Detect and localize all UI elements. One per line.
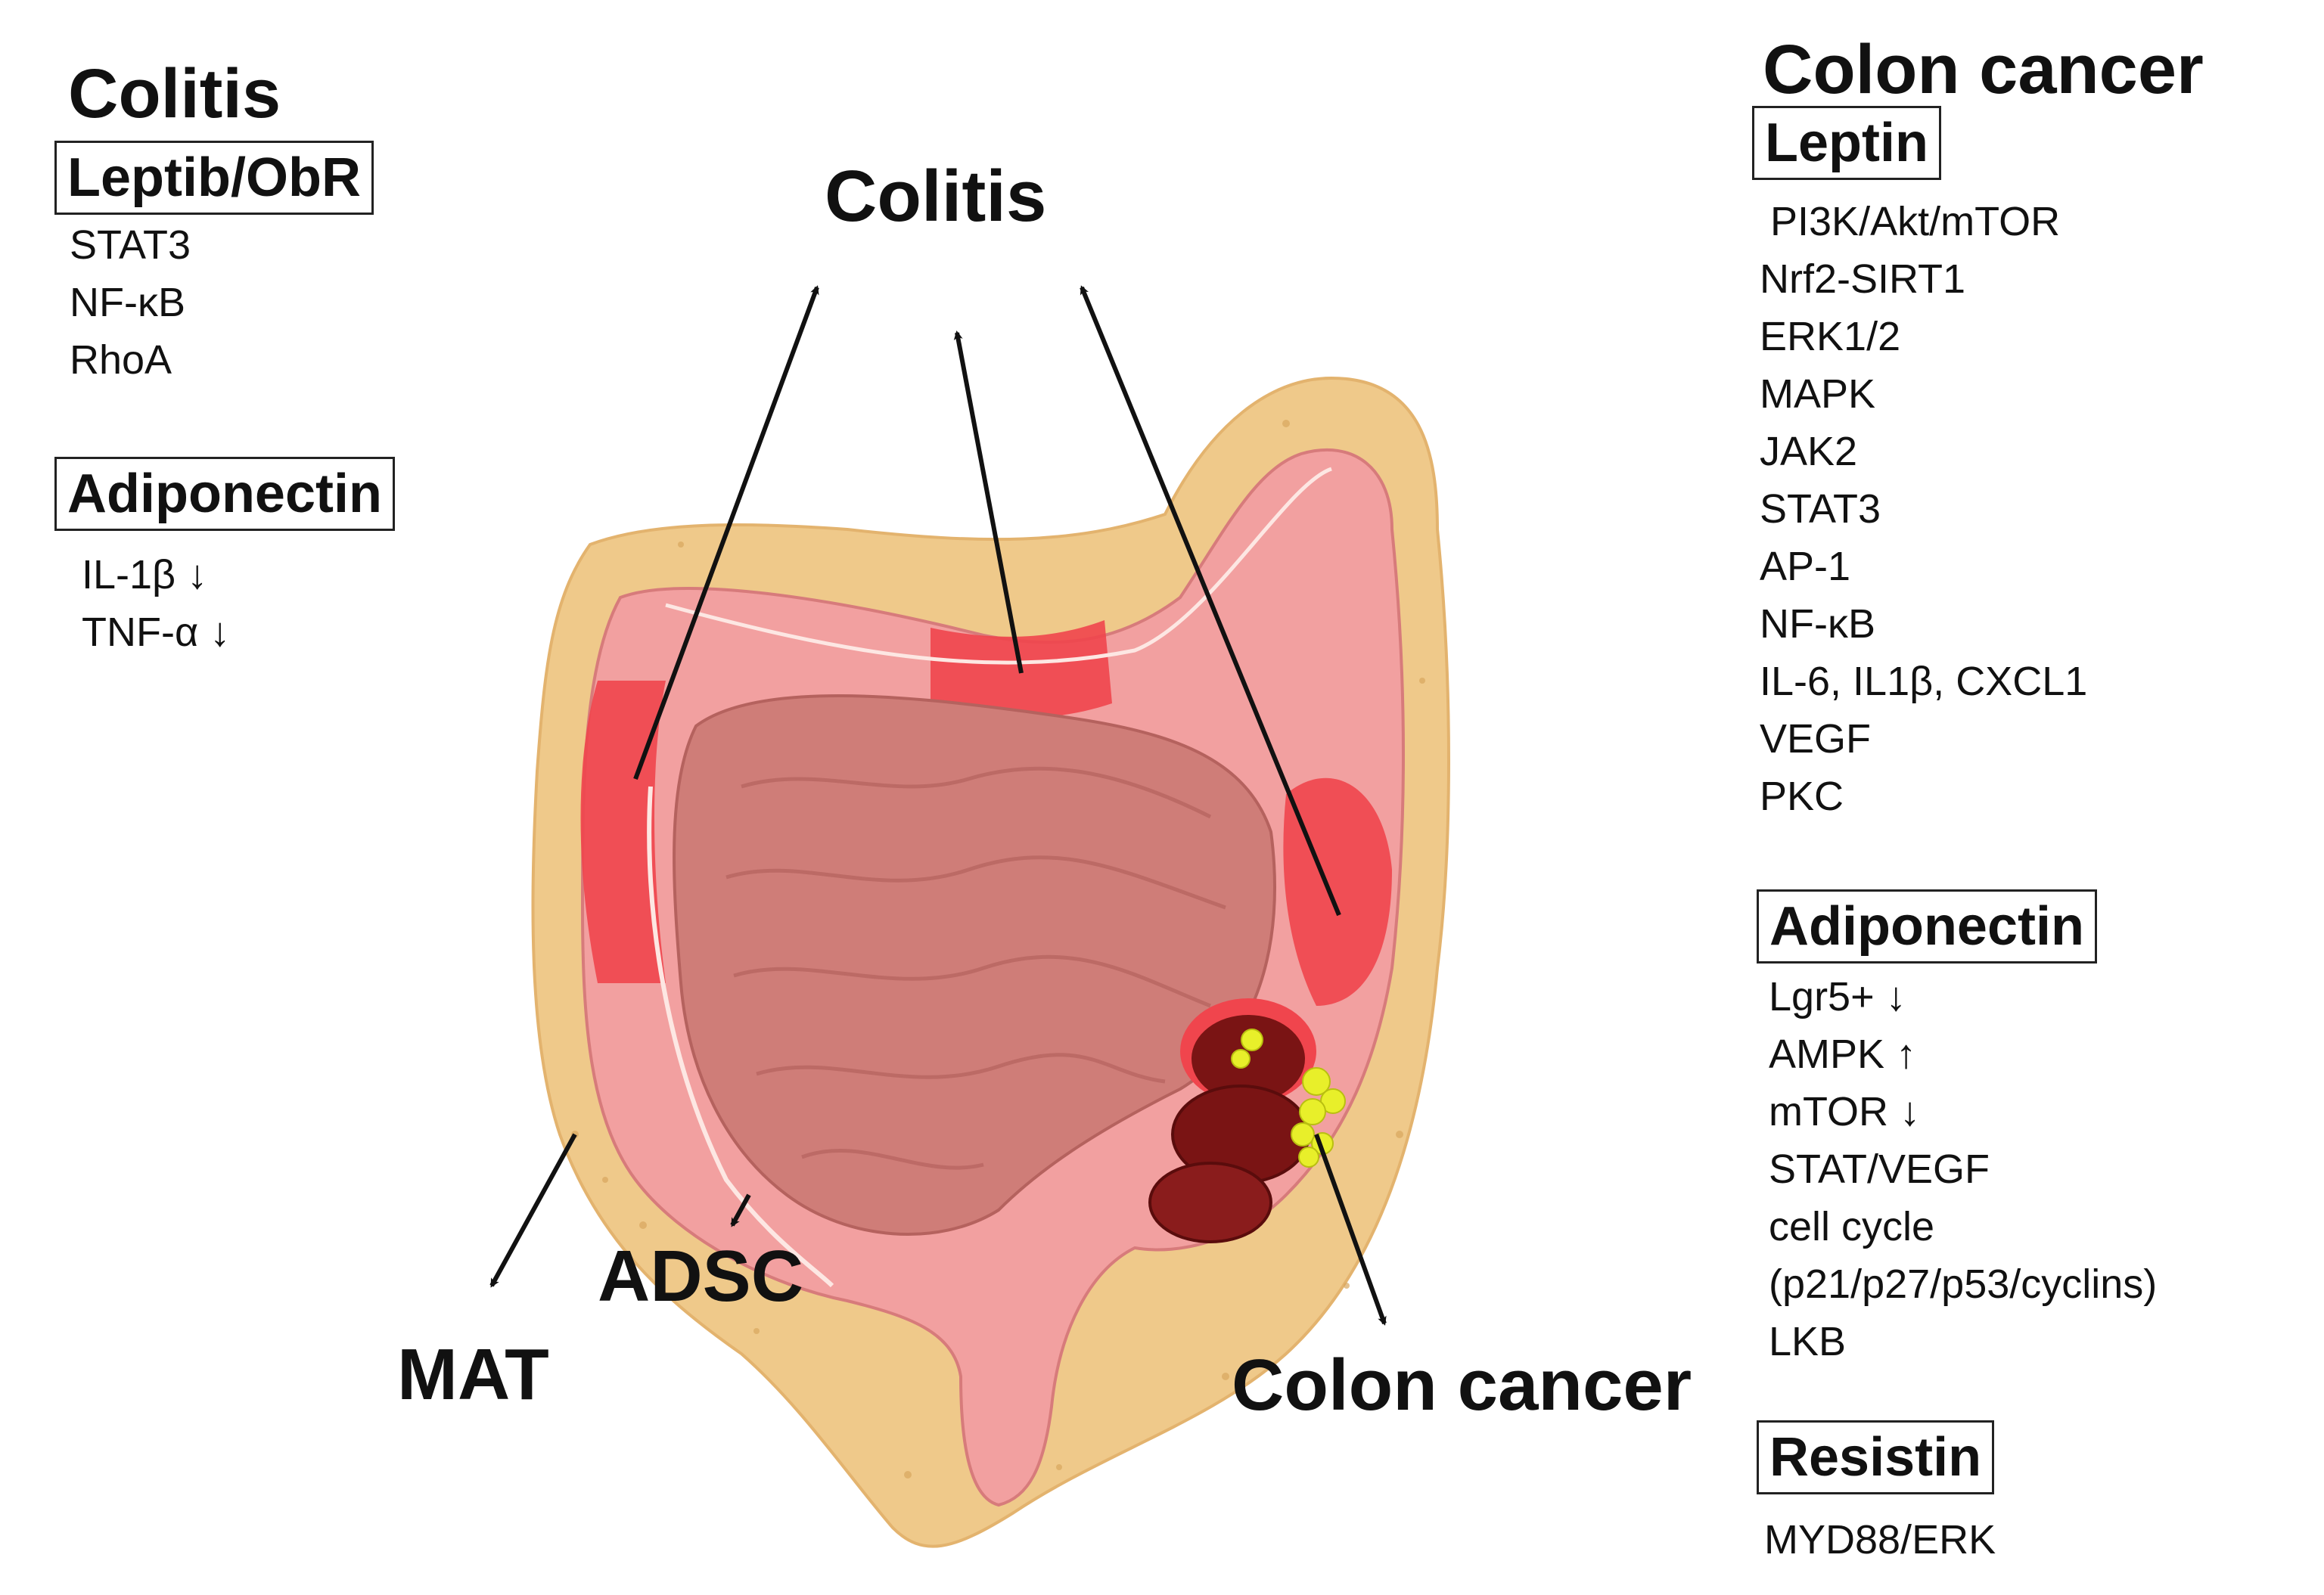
right-title: Colon cancer bbox=[1763, 31, 2204, 108]
right-adiponectin-header: Adiponectin bbox=[1757, 889, 2097, 964]
left-adiponectin-list: IL-1β ↓ TNF-α ↓ bbox=[82, 546, 230, 661]
arrow-adsc bbox=[730, 1193, 751, 1227]
list-item: PI3K/Akt/mTOR bbox=[1770, 199, 2061, 244]
label-colon-cancer: Colon cancer bbox=[1232, 1345, 1692, 1426]
arrow-colitis-left bbox=[633, 285, 819, 780]
label-mat: MAT bbox=[397, 1334, 549, 1415]
tumor bbox=[1148, 998, 1346, 1243]
right-resistin-list: MYD88/ERK bbox=[1764, 1511, 1996, 1569]
list-item: LKB bbox=[1769, 1319, 1847, 1364]
list-item: TNF-α ↓ bbox=[82, 610, 231, 655]
arrow-colon-cancer bbox=[1314, 1133, 1387, 1326]
left-title: Colitis bbox=[68, 55, 281, 132]
inflamed-descending-colon bbox=[1283, 777, 1392, 1006]
label-adsc: ADSC bbox=[598, 1236, 804, 1317]
right-resistin-header: Resistin bbox=[1757, 1420, 1995, 1494]
right-leptin-header: Leptin bbox=[1752, 106, 1941, 180]
list-item: JAK2 bbox=[1760, 429, 1858, 474]
list-item: Lgr5+ ↓ bbox=[1769, 974, 1906, 1019]
list-item: AMPK ↑ bbox=[1769, 1032, 1917, 1077]
list-item: mTOR ↓ bbox=[1769, 1089, 1920, 1134]
arrow-colitis-center bbox=[953, 330, 1024, 674]
list-item: STAT/VEGF bbox=[1769, 1147, 1990, 1192]
left-leptin-list: STAT3 NF-κB RhoA bbox=[70, 216, 191, 389]
label-colitis: Colitis bbox=[825, 156, 1047, 237]
right-adiponectin-list: Lgr5+ ↓ AMPK ↑ mTOR ↓ STAT/VEGF cell cyc… bbox=[1769, 968, 2157, 1370]
left-leptin-header: Leptib/ObR bbox=[54, 141, 374, 215]
list-item: MAPK bbox=[1760, 371, 1876, 417]
list-item: VEGF bbox=[1760, 716, 1872, 762]
small-intestine bbox=[673, 694, 1276, 1236]
list-item: RhoA bbox=[70, 337, 172, 383]
arrow-mat bbox=[489, 1133, 577, 1288]
left-adiponectin-header: Adiponectin bbox=[54, 457, 395, 531]
list-item: STAT3 bbox=[70, 222, 191, 268]
list-item: IL-1β ↓ bbox=[82, 552, 208, 597]
list-item: MYD88/ERK bbox=[1764, 1517, 1996, 1562]
arrow-colitis-right bbox=[1080, 285, 1341, 917]
list-item: IL-6, IL1β, CXCL1 bbox=[1760, 659, 2088, 704]
right-leptin-list: PI3K/Akt/mTOR Nrf2-SIRT1 ERK1/2 MAPK JAK… bbox=[1760, 193, 2087, 825]
list-item: PKC bbox=[1760, 774, 1844, 819]
list-item: AP-1 bbox=[1760, 544, 1851, 589]
list-item: NF-κB bbox=[70, 280, 185, 325]
list-item: cell cycle bbox=[1769, 1204, 1935, 1249]
list-item: NF-κB bbox=[1760, 601, 1875, 647]
list-item: ERK1/2 bbox=[1760, 314, 1901, 359]
list-item: (p21/p27/p53/cyclins) bbox=[1769, 1261, 2158, 1307]
list-item: Nrf2-SIRT1 bbox=[1760, 256, 1966, 302]
list-item: STAT3 bbox=[1760, 486, 1881, 532]
